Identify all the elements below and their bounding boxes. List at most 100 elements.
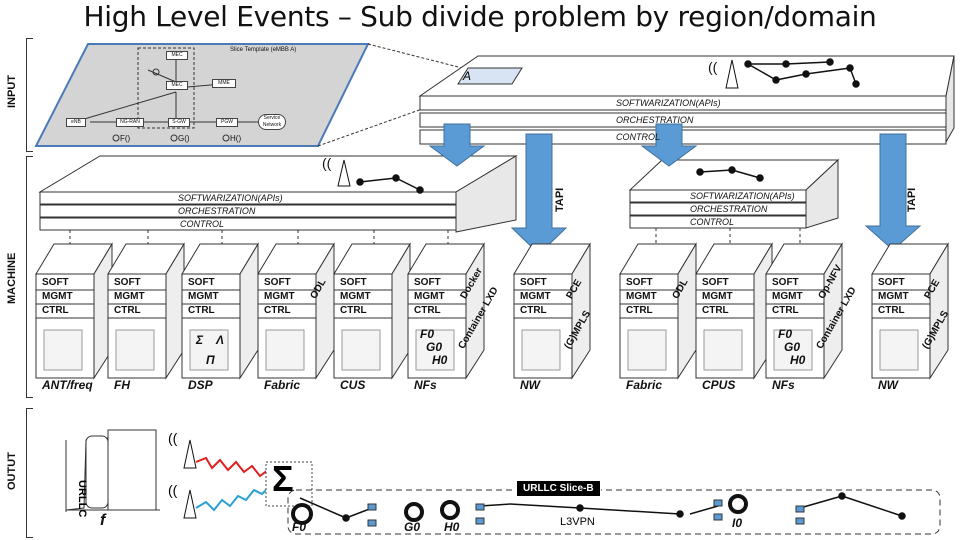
template-node-service-network: Service Network — [258, 114, 286, 130]
urllc-label: URLLC — [76, 480, 88, 518]
output-function-i0: I0 — [732, 516, 743, 530]
template-node-enb: eNB — [66, 118, 86, 127]
column-layer-label: SOFT — [340, 277, 367, 288]
dsp-symbol: Π — [206, 353, 215, 367]
left-layer-control: CONTROL — [180, 219, 225, 229]
column-layer-label: SOFT — [878, 277, 905, 288]
input-layer-softwarization: SOFTWARIZATION(APIs) — [616, 98, 721, 108]
template-title: Slice Template (eMBB A) — [230, 47, 297, 53]
nf-label: F0 — [778, 327, 793, 341]
left-layer-softwarization: SOFTWARIZATION(APIs) — [178, 193, 283, 203]
nf-label: G0 — [784, 340, 801, 354]
svg-text:((: (( — [708, 59, 718, 75]
machine-brace — [26, 156, 33, 398]
input-tag: A — [463, 69, 472, 83]
column-layer-label: MGMT — [42, 291, 73, 302]
column-icon-frame — [703, 329, 743, 371]
column-layer-label: SOFT — [188, 277, 215, 288]
template-node-ngran: NG-RAN — [116, 118, 144, 127]
column-icon-frame — [773, 329, 813, 371]
column-layer-label: CTRL — [772, 305, 799, 316]
column-layer-label: CTRL — [702, 305, 729, 316]
signal-antenna-2: (( — [168, 482, 178, 498]
column-layer-label: SOFT — [702, 277, 729, 288]
right-layer-orchestration: ORCHESTRATION — [690, 204, 768, 214]
urllc-spectrum-box — [107, 429, 157, 511]
column-caption: FH — [114, 378, 130, 392]
column-caption: CPUS — [702, 378, 736, 392]
template-dashed-region — [137, 47, 195, 129]
column-layer-label: CTRL — [414, 305, 441, 316]
dsp-symbol: Λ — [216, 333, 225, 347]
sum-symbol: Σ — [272, 458, 294, 499]
template-function-h: H() — [230, 134, 242, 143]
column-caption: NFs — [414, 378, 437, 392]
column-layer-label: CTRL — [42, 305, 69, 316]
arrow-graphics — [428, 123, 922, 255]
column-caption: Fabric — [626, 378, 663, 392]
column-icon-frame — [627, 329, 667, 371]
column-icon-frame — [43, 329, 83, 371]
column-layer-label: SOFT — [114, 277, 141, 288]
column-layer-label: MGMT — [878, 291, 909, 302]
antenna-icon: (( — [708, 59, 739, 89]
input-tag-box — [457, 67, 523, 85]
right-stack-graphic — [628, 158, 840, 229]
column-icon-frame — [265, 329, 305, 371]
template-node-mec-1: MEC — [166, 51, 188, 60]
l3vpn-label: L3VPN — [560, 516, 595, 528]
column-layer-label: SOFT — [414, 277, 441, 288]
template-function-g: G() — [178, 134, 190, 143]
column-layer-label: SOFT — [264, 277, 291, 288]
column-icon-frame — [521, 329, 561, 371]
template-node-mme: MME — [212, 79, 236, 88]
column-layer-label: CTRL — [114, 305, 141, 316]
blue-wave — [195, 485, 271, 512]
nf-label: H0 — [790, 353, 806, 367]
sum-box — [265, 461, 313, 507]
column-layer-label: CTRL — [188, 305, 215, 316]
column-icon-frame — [415, 329, 455, 371]
nf-label: H0 — [432, 353, 448, 367]
column-layer-label: SOFT — [42, 277, 69, 288]
template-function-f: F() — [120, 134, 131, 143]
column-layer-label: MGMT — [340, 291, 371, 302]
column-layer-label: MGMT — [702, 291, 733, 302]
input-layer-orchestration: ORCHESTRATION — [616, 115, 694, 125]
column-layer-label: MGMT — [264, 291, 295, 302]
template-node-pgw: PGW — [216, 118, 238, 127]
slice-b-region — [287, 489, 941, 535]
right-layer-softwarization: SOFTWARIZATION(APIs) — [690, 191, 795, 201]
column-layer-label: SOFT — [626, 277, 653, 288]
nf-label: F0 — [420, 327, 435, 341]
column-boxes — [35, 242, 949, 380]
column-layer-label: CTRL — [264, 305, 291, 316]
column-layer-label: MGMT — [414, 291, 445, 302]
axis-f-label: f — [100, 512, 106, 529]
column-icon-frame — [879, 329, 919, 371]
left-stack-graphic — [38, 155, 518, 233]
column-layer-label: MGMT — [772, 291, 803, 302]
column-icon-frame — [341, 329, 381, 371]
column-caption: CUS — [340, 378, 366, 392]
page-title: High Level Events – Sub divide problem b… — [83, 0, 877, 33]
output-function-f0: F0 — [292, 520, 307, 534]
column-caption: DSP — [188, 378, 213, 392]
column-caption: ANT/freq — [42, 378, 93, 392]
column-caption: Fabric — [264, 378, 301, 392]
column-icon-frame — [189, 329, 229, 371]
column-caption: NW — [520, 378, 540, 392]
column-layer-label: MGMT — [188, 291, 219, 302]
urllc-slice-b-label: URLLC Slice-B — [516, 480, 601, 497]
column-icon-frame — [115, 329, 155, 371]
template-node-mec-2: MEC — [166, 81, 188, 90]
tapi-label-left: TAPI — [554, 187, 566, 212]
left-layer-orchestration: ORCHESTRATION — [178, 206, 256, 216]
column-layer-label: MGMT — [114, 291, 145, 302]
input-brace — [26, 38, 33, 152]
dsp-symbol: Σ — [196, 333, 204, 347]
nf-label: G0 — [426, 340, 443, 354]
column-layer-label: SOFT — [520, 277, 547, 288]
column-layer-label: CTRL — [878, 305, 905, 316]
